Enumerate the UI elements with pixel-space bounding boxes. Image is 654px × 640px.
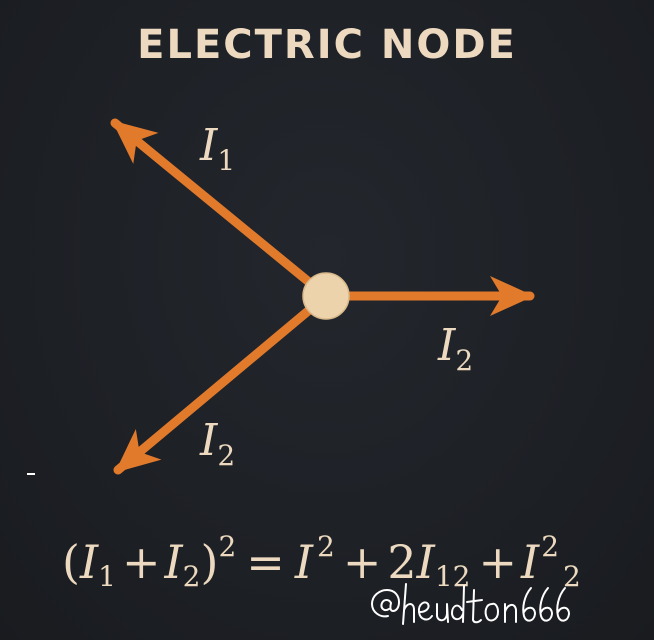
eq-last-subscript: 2 <box>563 560 581 593</box>
eq-open-paren: ( <box>62 535 80 589</box>
current-arrow-upper-left <box>110 118 331 301</box>
node-circle <box>302 272 350 320</box>
stray-dash-mark <box>27 473 35 475</box>
page-title: ELECTRIC NODE <box>137 22 517 68</box>
label-right: I2 <box>437 320 473 377</box>
current-arrow-lower-left <box>113 291 331 475</box>
label-lower-left: I2 <box>199 415 235 472</box>
eq-term-i1: I <box>79 535 99 589</box>
label-upper-left: I1 <box>199 120 235 177</box>
signature-watermark <box>371 583 570 625</box>
